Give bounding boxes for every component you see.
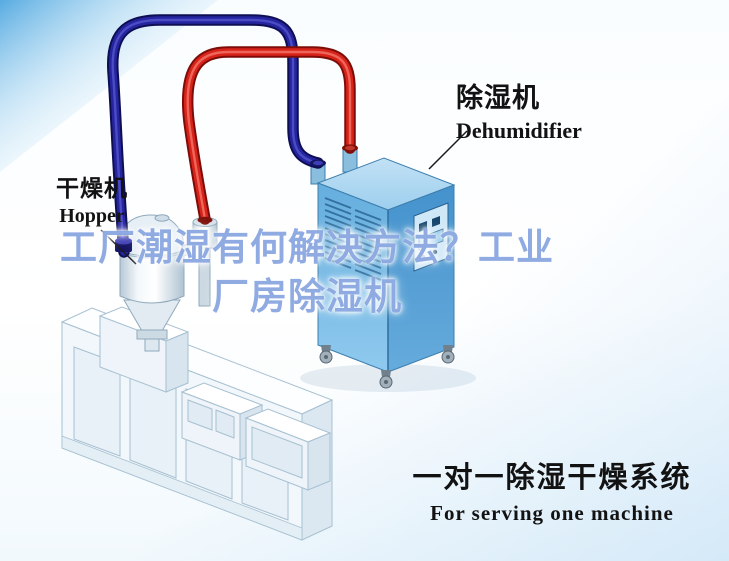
extruder-machine <box>60 306 334 541</box>
dehumidifier-label-en: Dehumidifier <box>456 118 582 143</box>
hopper-assembly <box>117 214 218 352</box>
hopper-label-zh: 干燥机 <box>56 175 128 201</box>
panel-display <box>418 228 444 251</box>
blower-down-pipe <box>198 245 211 307</box>
cabinet-red-collar-top <box>345 145 355 151</box>
panel-knob <box>420 254 426 260</box>
caster-wheel <box>379 370 393 389</box>
hopper-neck <box>144 338 160 352</box>
panel-button <box>419 221 427 232</box>
system-caption-en: For serving one machine <box>430 501 674 525</box>
caster-wheel <box>319 345 333 364</box>
dehumidifier-cabinet <box>310 144 456 389</box>
hopper-label: 干燥机 Hopper <box>48 169 136 228</box>
machine-right-box <box>244 408 332 491</box>
dehumidifier-label-zh: 除湿机 <box>456 83 540 113</box>
dehumidifier-leader-line <box>428 130 468 170</box>
hopper-lid-knob <box>154 214 170 222</box>
dehumidifier-label: 除湿机 Dehumidifier <box>456 76 582 144</box>
hopper-hose-fitting-top <box>115 237 132 245</box>
hopper-label-en: Hopper <box>59 205 125 227</box>
system-caption: 一对一除湿干燥系统 For serving one machine <box>400 454 704 526</box>
panel-knob <box>432 249 438 255</box>
hopper-flange <box>136 329 168 340</box>
control-panel <box>413 202 449 272</box>
hose-fittings <box>115 144 358 252</box>
hopper-leader-line <box>100 229 137 265</box>
panel-button <box>432 216 440 227</box>
caster-wheel <box>441 345 455 364</box>
blower-hose-collar <box>197 216 213 224</box>
system-caption-zh: 一对一除湿干燥系统 <box>412 462 692 494</box>
machine-base-band <box>61 435 303 541</box>
hopper-dome <box>117 214 185 257</box>
vent-slats <box>324 197 382 281</box>
blower-connector <box>181 240 195 257</box>
cabinet-navy-collar-top <box>313 160 323 166</box>
